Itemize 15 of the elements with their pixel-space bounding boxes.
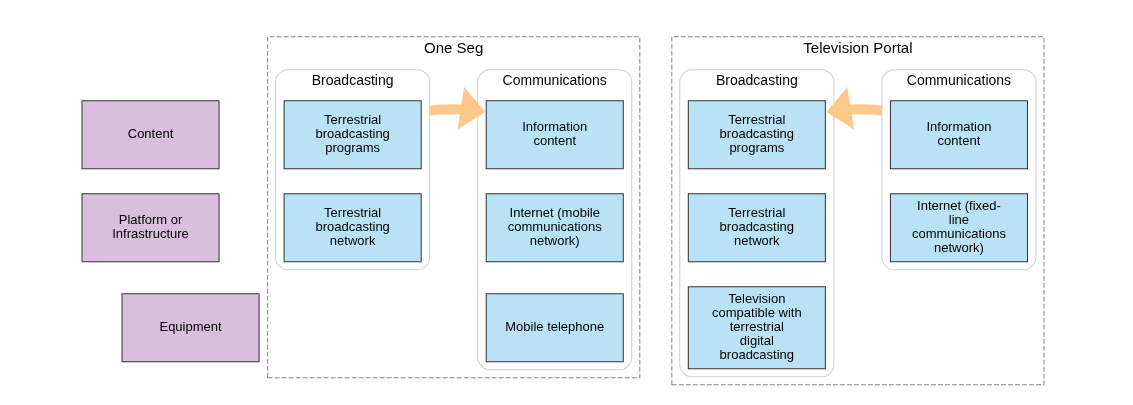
arrow [825,86,882,130]
node-box: Internet (fixed-line communications network) [889,193,1028,263]
node-box: Content [81,100,220,170]
node-box: Information content [889,100,1028,170]
arrow [428,86,485,130]
node-box: Television compatible with terrestrial digital broadcasting [687,286,826,370]
node-box: Information content [485,100,624,170]
node-box: Internet (mobile communications network) [485,193,624,263]
node-box: Terrestrial broadcasting programs [283,100,422,170]
node-box: Terrestrial broadcasting programs [687,100,826,170]
node-box: Mobile telephone [485,293,624,363]
node-box: Platform or Infrastructure [81,193,220,263]
node-box: Terrestrial broadcasting network [687,193,826,263]
node-box: Terrestrial broadcasting network [283,193,422,263]
node-box: Equipment [121,293,260,363]
